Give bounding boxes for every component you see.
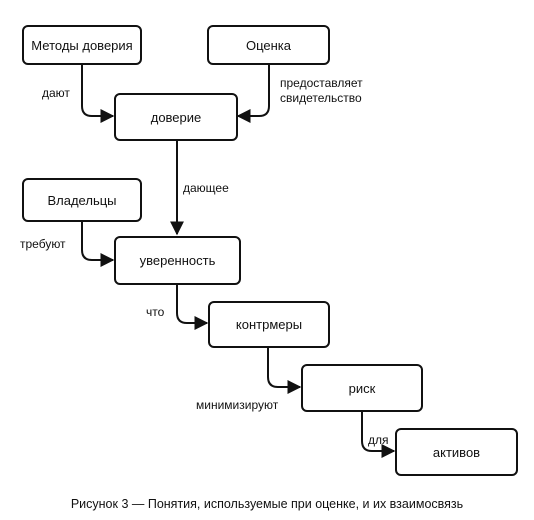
edge-label-evidence: свидетельство xyxy=(280,91,362,105)
edge-label-for: для xyxy=(368,433,389,447)
edge-confidence-to-countermeasures xyxy=(176,285,209,330)
edge-label-that: что xyxy=(146,305,165,319)
node-trust: доверие xyxy=(114,93,238,141)
edge-risk-to-assets xyxy=(361,412,396,458)
node-owners-label: Владельцы xyxy=(47,192,117,208)
edge-label-giving: дающее xyxy=(183,181,229,195)
node-trust-label: доверие xyxy=(150,109,202,125)
node-evaluation-label: Оценка xyxy=(245,37,292,53)
node-owners: Владельцы xyxy=(22,178,142,222)
node-evaluation: Оценка xyxy=(207,25,330,65)
node-confidence-label: уверенность xyxy=(139,253,216,268)
node-countermeasures: контрмеры xyxy=(208,301,330,348)
node-assets: активов xyxy=(395,428,518,476)
edge-methods-to-trust xyxy=(81,64,115,123)
edge-countermeasures-to-risk xyxy=(267,348,302,394)
edge-owners-to-confidence xyxy=(81,222,115,267)
edge-label-give: дают xyxy=(42,86,70,100)
edge-label-require: требуют xyxy=(20,237,66,251)
node-trust-methods-label: Методы доверия xyxy=(31,37,133,53)
edge-label-provides: предоставляет xyxy=(280,76,363,90)
node-assets-label: активов xyxy=(432,444,481,460)
node-risk: риск xyxy=(301,364,423,412)
node-countermeasures-label: контрмеры xyxy=(235,317,303,332)
node-trust-methods: Методы доверия xyxy=(22,25,142,65)
node-confidence: уверенность xyxy=(114,236,241,285)
figure-caption: Рисунок 3 — Понятия, используемые при оц… xyxy=(70,497,464,511)
edge-label-minimize: минимизируют xyxy=(196,398,279,412)
edge-evaluation-to-trust xyxy=(236,64,270,123)
node-risk-label: риск xyxy=(348,380,376,396)
